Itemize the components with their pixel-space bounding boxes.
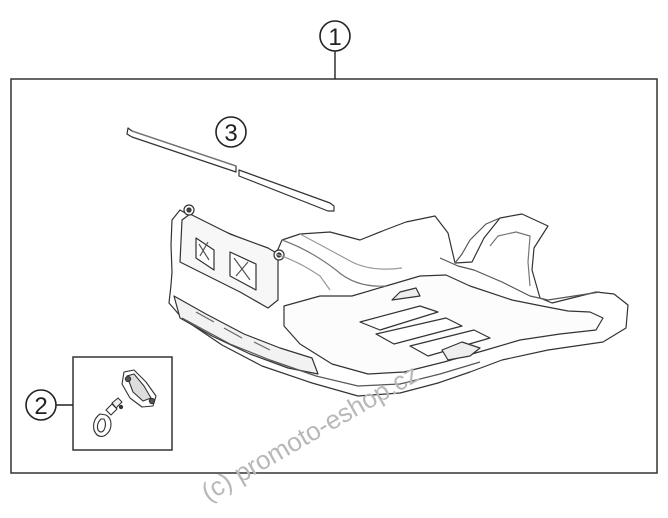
fastener-kit (93, 369, 157, 437)
assembly-frame (10, 78, 658, 474)
callout-3[interactable]: 3 (215, 116, 247, 148)
callout-1-label: 1 (328, 24, 341, 51)
callout-2-label: 2 (34, 393, 47, 420)
skid-plate (168, 204, 629, 397)
rubber-strip (126, 127, 335, 212)
callout-1[interactable]: 1 (319, 20, 351, 79)
callout-2[interactable]: 2 (25, 389, 73, 421)
callout-3-label: 3 (224, 120, 237, 147)
fastener-kit-frame (72, 356, 173, 451)
